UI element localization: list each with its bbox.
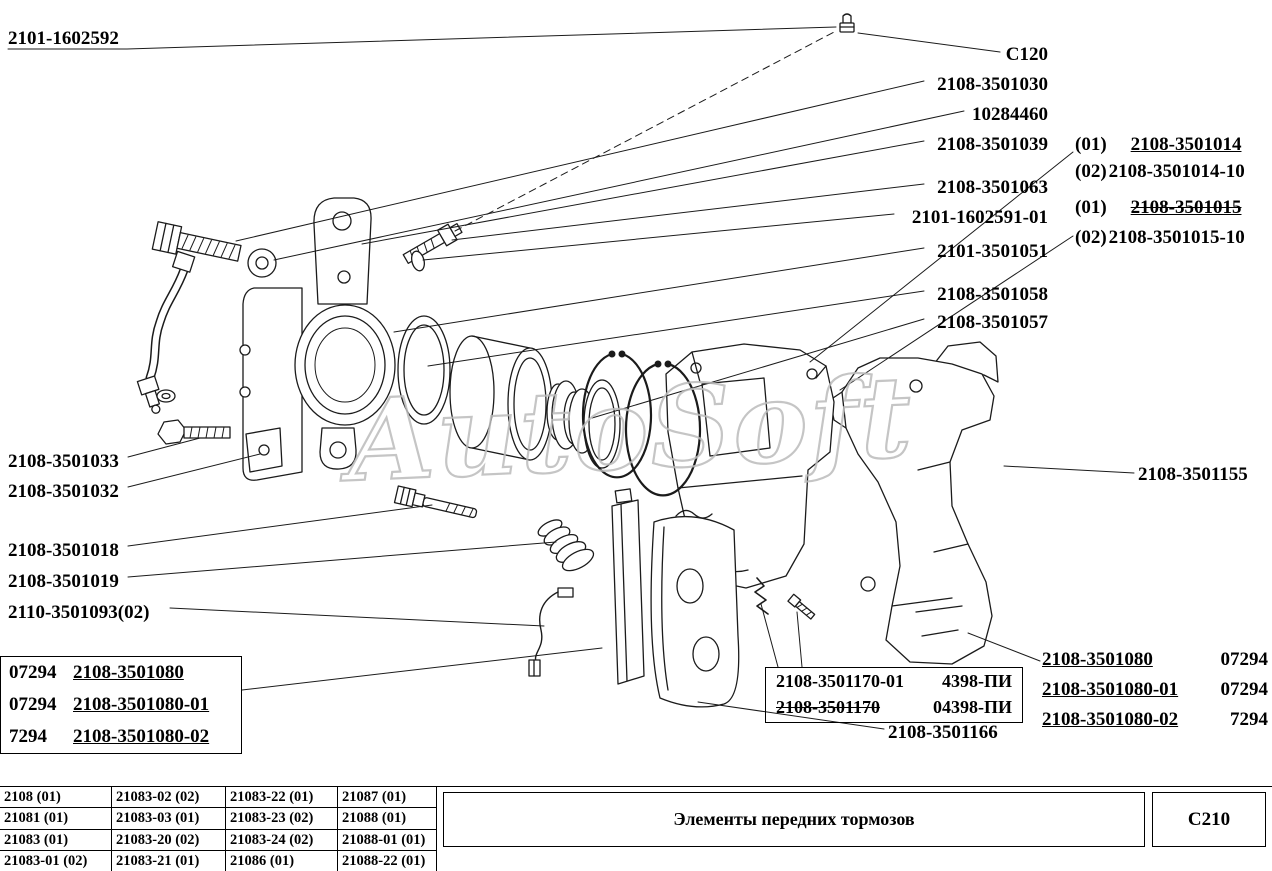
callout-3501019: 2108-3501019	[8, 571, 119, 592]
kit-code: 07294	[9, 662, 57, 683]
pin-boot	[537, 519, 595, 572]
model-cell: 21083-21 (01)	[112, 850, 226, 871]
part-number: 2108-3501015-10	[1108, 227, 1245, 248]
part-number: 2108-3501170	[776, 696, 881, 717]
model-cell: 21083-24 (02)	[226, 829, 338, 851]
pad-kit-row: 2108-3501080-01 07294	[1042, 678, 1268, 702]
watermark: AutoSoft	[336, 352, 916, 508]
model-cell: 21081 (01)	[0, 808, 112, 830]
model-cell: 21087 (01)	[338, 787, 437, 809]
model-cell: 2108 (01)	[0, 787, 112, 809]
model-cell: 21088-01 (01)	[338, 829, 437, 851]
callout-3501063: 2108-3501063	[937, 177, 1048, 198]
pad-kit-row: 07294 2108-3501080-01	[1, 689, 241, 721]
mounting-bolt	[157, 419, 231, 445]
callout-3501058: 2108-3501058	[937, 284, 1048, 305]
callout-top-left: 2101-1602592	[8, 28, 119, 49]
part-link[interactable]: 2108-3501080-02	[1042, 709, 1179, 730]
model-cell: 21088 (01)	[338, 808, 437, 830]
callout-3501057: 2108-3501057	[937, 312, 1048, 333]
variant-prefix: (02)	[1075, 161, 1107, 182]
kit-code: 7294	[9, 726, 47, 747]
model-cell: 21086 (01)	[226, 850, 338, 871]
part-number: 2108-3501014-10	[1108, 161, 1245, 182]
variant-row: (02)2108-3501015-10	[1075, 227, 1245, 248]
sheet-title: Элементы передних тормозов	[443, 792, 1145, 847]
applicability-table: 2108 (01) 21083-02 (02) 21083-22 (01) 21…	[0, 787, 437, 871]
kit-code: 07294	[1220, 649, 1269, 670]
part-link[interactable]: 2108-3501080-02	[73, 726, 210, 747]
callout-3501093: 2110-3501093(02)	[8, 602, 150, 623]
sensor-row: 2108-3501170-01 4398-ПИ	[766, 668, 1022, 694]
part-link[interactable]: 2108-3501080	[73, 662, 184, 683]
banjo-bolt	[151, 221, 242, 262]
callout-1602591: 2101-1602591-01	[911, 207, 1048, 228]
model-cell: 21083-02 (02)	[112, 787, 226, 809]
callout-3501030: 2108-3501030	[937, 74, 1048, 95]
spring-pin	[754, 577, 769, 615]
variant-row: (02)2108-3501014-10	[1075, 161, 1245, 182]
sheet-code: C210	[1152, 792, 1266, 847]
guide-pin	[393, 485, 478, 519]
callout-3501033: 2108-3501033	[8, 451, 119, 472]
model-cell: 21083-22 (01)	[226, 787, 338, 809]
callout-3501039: 2108-3501039	[937, 134, 1048, 155]
sensor-code: 4398-ПИ	[942, 670, 1012, 691]
pad-kit-row: 07294 2108-3501080	[1, 657, 241, 689]
footer-band: 2108 (01) 21083-02 (02) 21083-22 (01) 21…	[0, 786, 1272, 871]
model-cell: 21083-20 (02)	[112, 829, 226, 851]
callout-3501155: 2108-3501155	[1138, 464, 1248, 485]
variant-prefix: (01)	[1075, 197, 1107, 218]
brake-hose	[136, 250, 196, 414]
seal-ring	[397, 315, 451, 425]
model-cell: 21083-01 (02)	[0, 850, 112, 871]
callout-3501018: 2108-3501018	[8, 540, 119, 561]
model-cell: 21083-23 (02)	[226, 808, 338, 830]
caliper-body	[239, 197, 396, 481]
variant-row: (01) 2108-3501014	[1075, 134, 1241, 155]
kit-code: 07294	[9, 694, 57, 715]
variant-prefix: (01)	[1075, 134, 1107, 155]
brake-pad-inner	[611, 488, 645, 685]
callout-10284460: 10284460	[972, 104, 1048, 125]
sensor-parts-box: 2108-3501170-01 4398-ПИ 2108-3501170 043…	[765, 667, 1023, 723]
callout-3501166: 2108-3501166	[888, 722, 998, 743]
part-link[interactable]: 2108-3501080-01	[1042, 679, 1179, 700]
brake-pad-outer	[650, 509, 740, 708]
copper-washer	[247, 248, 277, 278]
part-link[interactable]: 2108-3501014	[1130, 134, 1242, 155]
part-link[interactable]: 2108-3501080-01	[73, 694, 210, 715]
part-number: 2108-3501170-01	[776, 670, 904, 691]
callout-3501051: 2101-3501051	[937, 241, 1048, 262]
callout-3501032: 2108-3501032	[8, 481, 119, 502]
piston	[449, 335, 553, 461]
model-cell: 21083-03 (01)	[112, 808, 226, 830]
pad-kit-row: 2108-3501080 07294	[1042, 648, 1268, 672]
dust-boot	[546, 379, 621, 469]
pad-kit-row: 2108-3501080-02 7294	[1042, 708, 1268, 732]
leader-lines	[7, 26, 1135, 730]
sensor-code: 04398-ПИ	[933, 696, 1012, 717]
variant-prefix: (02)	[1075, 227, 1107, 248]
retaining-ring	[581, 350, 702, 497]
sensor-row: 2108-3501170 04398-ПИ	[766, 694, 1022, 720]
retainer-plate	[245, 427, 283, 473]
callout-c120: C120	[1005, 44, 1048, 65]
protective-cap	[839, 13, 855, 33]
kit-code: 07294	[1220, 679, 1269, 700]
model-cell: 21088-22 (01)	[338, 850, 437, 871]
wear-sensor	[528, 587, 574, 677]
part-link[interactable]: 2108-3501015	[1130, 197, 1242, 218]
pad-kit-row: 7294 2108-3501080-02	[1, 721, 241, 753]
pad-bolt	[787, 593, 816, 620]
part-link[interactable]: 2108-3501080	[1042, 649, 1153, 670]
kit-code: 7294	[1230, 709, 1268, 730]
pad-kits-box-left: 07294 2108-3501080 07294 2108-3501080-01…	[0, 656, 242, 754]
model-cell: 21083 (01)	[0, 829, 112, 851]
variant-row: (01) 2108-3501015	[1075, 197, 1241, 218]
